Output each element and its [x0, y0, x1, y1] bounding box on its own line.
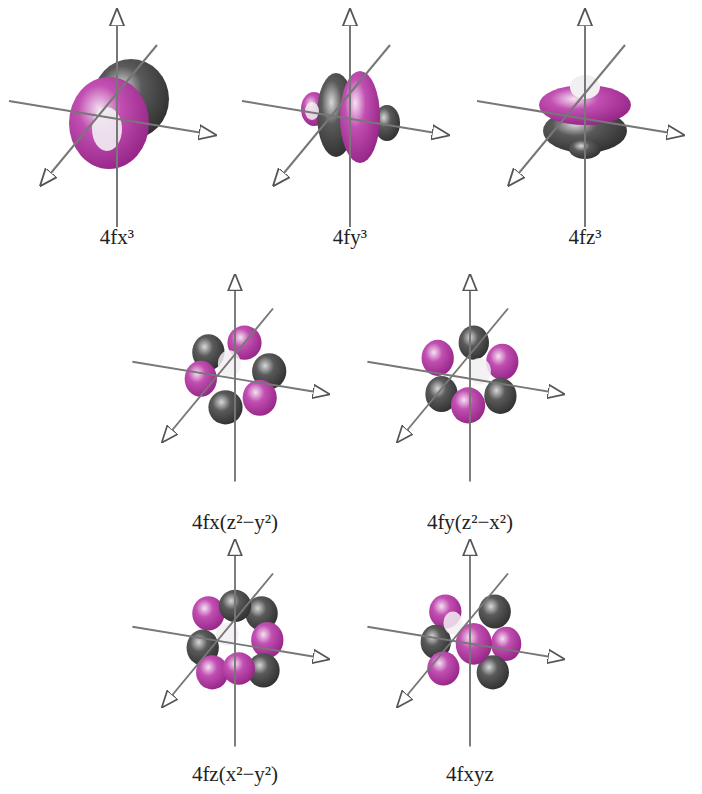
orbital-fxyz [367, 540, 563, 746]
orbital-label: 4fx³ [100, 225, 134, 250]
orbital-label: 4fx(z²−y²) [192, 510, 278, 535]
orbital-label: 4fy³ [333, 225, 367, 250]
orbital-label: 4fz(x²−y²) [192, 762, 278, 787]
orbital-label: 4fz³ [568, 225, 601, 250]
orbital-fx3 [9, 10, 215, 227]
orbital-label: 4fy(z²−x²) [427, 510, 513, 535]
orbital-fzx2y2 [132, 540, 328, 746]
orbital-label: 4fxyz [446, 762, 494, 787]
orbital-fy3 [242, 10, 448, 227]
orbital-fyz2x2 [367, 275, 563, 481]
orbital-fz3 [477, 10, 683, 227]
orbital-fxz2y2 [132, 275, 328, 481]
